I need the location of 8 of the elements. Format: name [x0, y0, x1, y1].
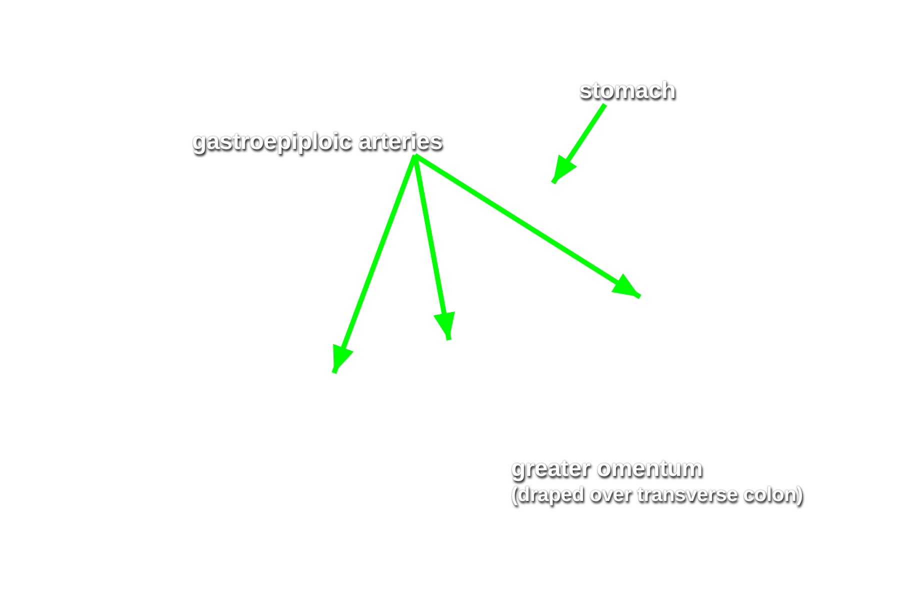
leader-line [332, 154, 418, 374]
callout-label: (draped over transverse colon) [511, 484, 803, 507]
callout-label: gastroepiploic arteries [192, 129, 443, 156]
leader-line [414, 153, 642, 300]
callout-label: greater omentum [511, 456, 703, 482]
leader-line [412, 154, 455, 340]
leader-line [550, 103, 608, 184]
callout-label: stomach [579, 78, 676, 104]
